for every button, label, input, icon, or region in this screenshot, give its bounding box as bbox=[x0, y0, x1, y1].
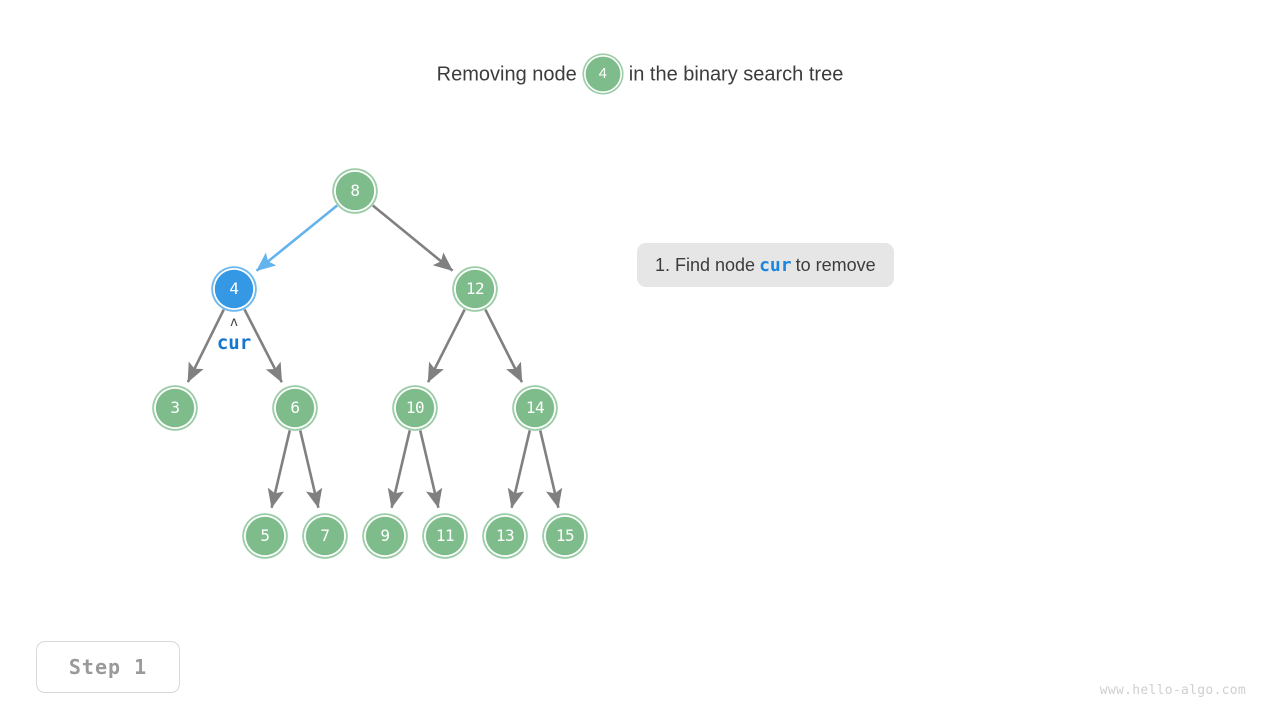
step-indicator: Step 1 bbox=[36, 641, 180, 693]
site-watermark: www.hello-algo.com bbox=[1099, 683, 1246, 698]
step-description-suffix: to remove bbox=[795, 254, 876, 275]
tree-node-3[interactable]: 3 bbox=[154, 387, 196, 429]
page-title: Removing node 4 in the binary search tree bbox=[0, 55, 1280, 94]
tree-node-4[interactable]: 4 bbox=[213, 268, 255, 310]
tree-node-7[interactable]: 7 bbox=[304, 515, 346, 557]
tree-node-9[interactable]: 9 bbox=[364, 515, 406, 557]
step-description-prefix: 1. Find node bbox=[655, 254, 756, 275]
page-title-prefix: Removing node bbox=[436, 63, 577, 86]
tree-node-8[interactable]: 8 bbox=[334, 170, 376, 212]
tree-node-11[interactable]: 11 bbox=[424, 515, 466, 557]
step-description-keyword: cur bbox=[759, 254, 792, 276]
cur-caret-icon: ʌ bbox=[230, 315, 238, 330]
page-title-suffix: in the binary search tree bbox=[628, 63, 844, 86]
cur-pointer-label: cur bbox=[216, 332, 252, 354]
tree-node-10[interactable]: 10 bbox=[394, 387, 436, 429]
cur-pointer: ʌ cur bbox=[174, 315, 294, 354]
step-indicator-label: Step 1 bbox=[68, 655, 148, 679]
tree-node-12[interactable]: 12 bbox=[454, 268, 496, 310]
step-description-box: 1. Find node cur to remove bbox=[637, 243, 894, 287]
tree-node-5[interactable]: 5 bbox=[244, 515, 286, 557]
tree-node-6[interactable]: 6 bbox=[274, 387, 316, 429]
title-node-badge: 4 bbox=[583, 55, 622, 93]
tree-node-15[interactable]: 15 bbox=[544, 515, 586, 557]
tree-node-14[interactable]: 14 bbox=[514, 387, 556, 429]
tree-node-13[interactable]: 13 bbox=[484, 515, 526, 557]
